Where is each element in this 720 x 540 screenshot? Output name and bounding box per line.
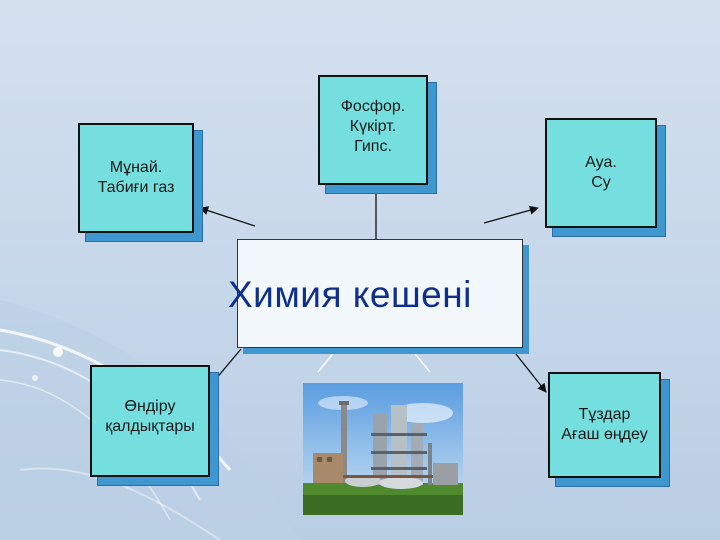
node-production-waste: Өндіру қалдықтары [90,365,210,477]
node-phosphorus-sulfur-gypsum: Фосфор. Күкірт. Гипс. [318,75,428,185]
node-waste-label: Өндіру қалдықтары [105,398,195,435]
factory-photo [303,383,463,515]
factory-icon [303,383,463,515]
center-node [237,239,523,348]
node-phosphorus-label: Фосфор. Күкірт. Гипс. [340,98,406,155]
center-node-title: Химия кешені [228,274,472,315]
node-air-water: Ауа. Су [545,118,657,228]
node-oil-gas: Мұнай. Табиғи газ [78,123,194,233]
node-salts-wood: Тұздар Ағаш өңдеу [548,372,661,478]
node-salts-label: Тұздар Ағаш өңдеу [561,406,648,443]
node-air-water-label: Ауа. Су [585,154,617,191]
node-oil-gas-label: Мұнай. Табиғи газ [97,159,175,196]
